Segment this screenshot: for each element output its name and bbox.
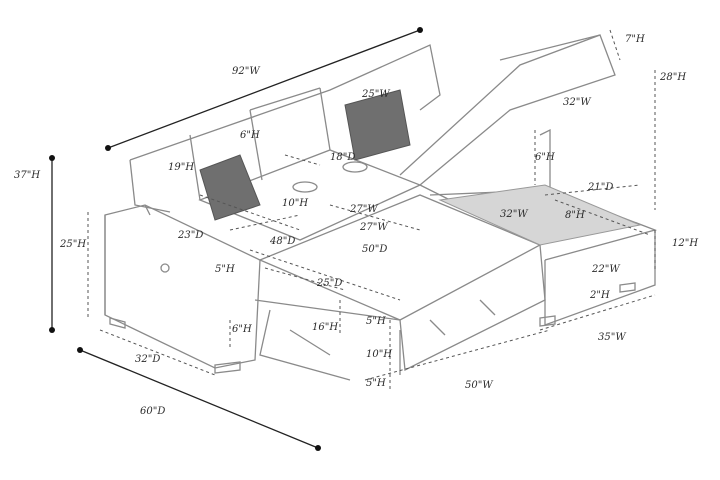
label-arm-depth: 32"D bbox=[135, 354, 160, 365]
label-pillow-d: 23"D bbox=[177, 230, 203, 241]
label-side-h: 5"H bbox=[215, 264, 235, 275]
label-arm-height: 25"H bbox=[59, 239, 86, 250]
label-headrest: 6"H bbox=[240, 130, 260, 141]
label-chaise-d: 21"D bbox=[587, 182, 613, 193]
label-lid-top: 7"H bbox=[625, 34, 645, 45]
label-s-h2: 10"H bbox=[366, 349, 392, 360]
storage-tray bbox=[438, 184, 642, 246]
dimension-lines bbox=[49, 27, 656, 451]
pillow-right bbox=[344, 89, 411, 161]
dimension-labels: 92"W 37"H 25"H 60"D 32"D 6"H 6"H 19"H 23… bbox=[14, 34, 698, 417]
label-console-h: 10"H bbox=[282, 198, 308, 209]
label-inner-w: 27"W bbox=[359, 222, 388, 233]
label-chaise-w: 32"W bbox=[500, 209, 528, 220]
label-lid-s: 6"H bbox=[535, 152, 555, 163]
label-total-depth: 60"D bbox=[140, 406, 165, 417]
sofa-outline bbox=[104, 34, 658, 381]
cup-holder-1 bbox=[292, 181, 318, 193]
label-pull-w2: 50"D bbox=[362, 244, 387, 255]
pillow-left bbox=[199, 154, 261, 221]
label-bed-w: 50"W bbox=[465, 380, 493, 391]
label-lid-w: 32"W bbox=[563, 97, 591, 108]
label-pull-w: 48"D bbox=[269, 236, 295, 247]
label-console-w: 27"W bbox=[349, 204, 378, 215]
label-total-width: 92"W bbox=[232, 66, 260, 77]
label-total-height: 37"H bbox=[14, 170, 40, 181]
label-chaise-d2: 22"W bbox=[591, 264, 620, 275]
label-s-h: 5"H bbox=[366, 316, 386, 327]
label-mid-h: 16"H bbox=[312, 322, 338, 333]
label-chaise-leg: 2"H bbox=[589, 290, 610, 301]
cup-holder-2 bbox=[342, 161, 368, 173]
label-pillow-h: 19"H bbox=[168, 162, 194, 173]
label-chaise-side: 12"H bbox=[672, 238, 698, 249]
label-chaise-h: 8"H bbox=[565, 210, 585, 221]
label-leg-height: 6"H bbox=[232, 324, 252, 335]
label-pull-d: 25"D bbox=[316, 278, 342, 289]
label-lid-h: 28"H bbox=[659, 72, 686, 83]
label-pillow-w: 25"W bbox=[361, 89, 390, 100]
label-chaise-width: 35"W bbox=[598, 332, 626, 343]
label-cup-d: 18"D bbox=[330, 152, 355, 163]
label-s-h3: 5"H bbox=[366, 378, 386, 389]
